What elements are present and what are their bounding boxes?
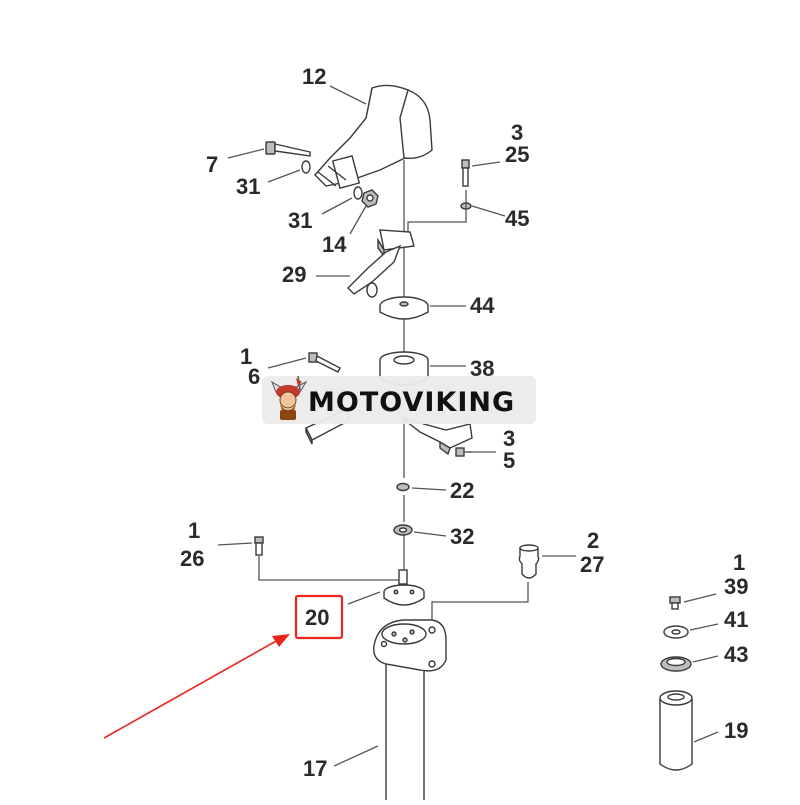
- callout-20: 20: [305, 605, 329, 630]
- callout-2: 2: [587, 528, 599, 553]
- part-22-washer: [396, 482, 410, 492]
- highlight-arrow-head: [272, 634, 290, 647]
- axis-line-26: [258, 556, 402, 581]
- part-39-screw: [669, 596, 681, 610]
- callout-7: 7: [206, 152, 218, 177]
- callout-31-lower: 31: [288, 208, 312, 233]
- part-6-bolt: [308, 352, 341, 373]
- callout-25: 25: [505, 142, 529, 167]
- highlight-box-20: [294, 594, 344, 640]
- part-43-ring: [660, 656, 692, 672]
- callout-6: 6: [248, 364, 260, 389]
- callout-39: 39: [724, 574, 748, 599]
- part-12-seat-bracket: [314, 84, 433, 189]
- callout-5: 5: [503, 448, 515, 473]
- part-31-washer-a: [301, 160, 311, 174]
- callout-1-upper: 1: [240, 344, 252, 369]
- callout-26: 26: [180, 546, 204, 571]
- part-41-washer: [663, 625, 689, 639]
- part-32-washer: [393, 524, 413, 536]
- callout-22: 22: [450, 478, 474, 503]
- watermark-text: MOTOVIKING: [308, 387, 515, 418]
- axis-line-27: [431, 582, 529, 620]
- part-25-screw: [461, 159, 470, 187]
- part-7-bolt: [265, 141, 311, 157]
- part-26-bolt: [254, 536, 264, 556]
- watermark: MOTOVIKING: [262, 375, 536, 424]
- leader-lines: [217, 85, 719, 767]
- part-17-column: [373, 619, 447, 800]
- callout-32: 32: [450, 524, 474, 549]
- part-20-plate: [383, 569, 425, 606]
- callout-45: 45: [505, 206, 529, 231]
- part-14-nut: [361, 189, 379, 208]
- part-44-disc: [379, 296, 429, 320]
- callout-44: 44: [470, 293, 495, 318]
- callout-17: 17: [303, 756, 327, 781]
- part-31-washer-b: [353, 186, 363, 200]
- callout-1-left: 1: [188, 518, 200, 543]
- part-29-lever: [347, 229, 415, 298]
- callout-27: 27: [580, 552, 604, 577]
- axis-line-45: [407, 190, 467, 232]
- callout-19: 19: [724, 718, 748, 743]
- callout-43: 43: [724, 642, 748, 667]
- viking-mascot-icon: [270, 375, 308, 420]
- watermark-banner: [262, 376, 536, 424]
- highlight-arrow: [103, 634, 290, 739]
- part-5-bracket: [401, 417, 473, 457]
- callout-31-upper: 31: [236, 174, 260, 199]
- callout-29: 29: [282, 262, 306, 287]
- callout-1-right: 1: [733, 550, 745, 575]
- callout-12: 12: [302, 64, 326, 89]
- callout-41: 41: [724, 607, 748, 632]
- part-19-tube: [659, 690, 693, 771]
- highlight-arrow-shaft: [103, 639, 279, 739]
- part-27-pin: [518, 544, 540, 579]
- callout-3-upper: 3: [511, 120, 523, 145]
- callout-3-lower: 3: [503, 426, 515, 451]
- callout-14: 14: [322, 232, 347, 257]
